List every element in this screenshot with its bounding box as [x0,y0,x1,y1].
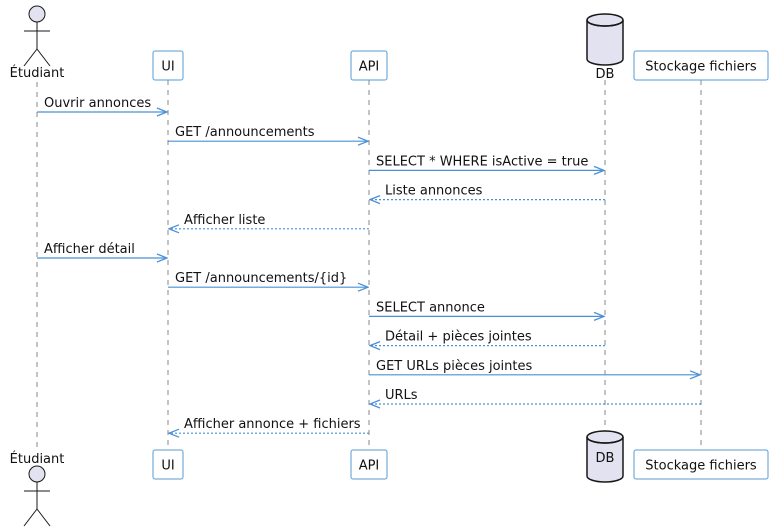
message-label: SELECT annonce [376,300,485,315]
participant-box-api [350,449,388,480]
actor-icon [23,465,51,527]
participant-box-api [350,50,388,81]
message-label: Afficher détail [44,242,135,257]
message-label: URLs [385,388,418,403]
participant-ui-bottom: UI [152,449,184,480]
message-11: URLs [370,388,701,404]
message-label: GET /announcements/{id} [175,271,347,286]
message-8: SELECT annonce [369,300,604,316]
participant-stockage-fichiers-bottom: Stockage fichiers [633,449,769,480]
participant-label-etudiant: Étudiant [10,65,65,81]
database-icon [586,13,624,66]
participant-ui-top: UI [152,50,184,81]
participant-label-api: API [359,459,380,474]
participant-box-stockage-fichiers [633,449,769,480]
participant-box-stockage-fichiers [633,50,769,81]
message-label: Afficher liste [184,213,265,228]
participant-etudiant-bottom: Étudiant [10,451,65,527]
participant-api-bottom: API [350,449,388,480]
participant-label-api: API [359,60,380,75]
participant-etudiant-top: Étudiant [10,5,65,81]
participant-label-etudiant: Étudiant [10,451,65,467]
participant-label-ui: UI [161,459,174,474]
message-1: Ouvrir annonces [37,96,167,112]
message-label: Afficher annonce + fichiers [184,417,361,432]
message-label: GET URLs pièces jointes [376,359,532,374]
participant-db-top: DB [586,13,624,82]
message-label: Liste annonces [385,184,483,199]
participant-db-bottom: DB [586,430,624,483]
message-label: Ouvrir annonces [44,96,151,111]
message-3: SELECT * WHERE isActive = true [369,154,604,170]
participant-label-db: DB [596,451,615,466]
message-9: Détail + pièces jointes [370,330,605,346]
actor-icon [23,5,51,67]
participant-api-top: API [350,50,388,81]
database-icon [586,430,624,483]
participant-headers-top: Étudiant UI API DB Stockage fichiers [10,5,769,82]
message-label: SELECT * WHERE isActive = true [376,154,588,169]
participant-label-stockage-fichiers: Stockage fichiers [645,459,757,474]
participant-label-ui: UI [161,60,174,75]
message-2: GET /announcements [168,125,368,141]
message-label: GET /announcements [175,125,315,140]
message-label: Détail + pièces jointes [385,330,532,345]
message-5: Afficher liste [169,213,369,229]
message-6: Afficher détail [37,242,167,258]
participant-label-stockage-fichiers: Stockage fichiers [645,60,757,75]
participant-box-ui [152,449,184,480]
message-7: GET /announcements/{id} [168,271,368,287]
participant-label-db: DB [596,67,615,82]
participant-stockage-fichiers-top: Stockage fichiers [633,50,769,81]
message-12: Afficher annonce + fichiers [169,417,369,433]
participant-box-ui [152,50,184,81]
lifelines-layer [36,80,702,450]
message-4: Liste annonces [370,184,605,200]
message-10: GET URLs pièces jointes [369,359,700,375]
